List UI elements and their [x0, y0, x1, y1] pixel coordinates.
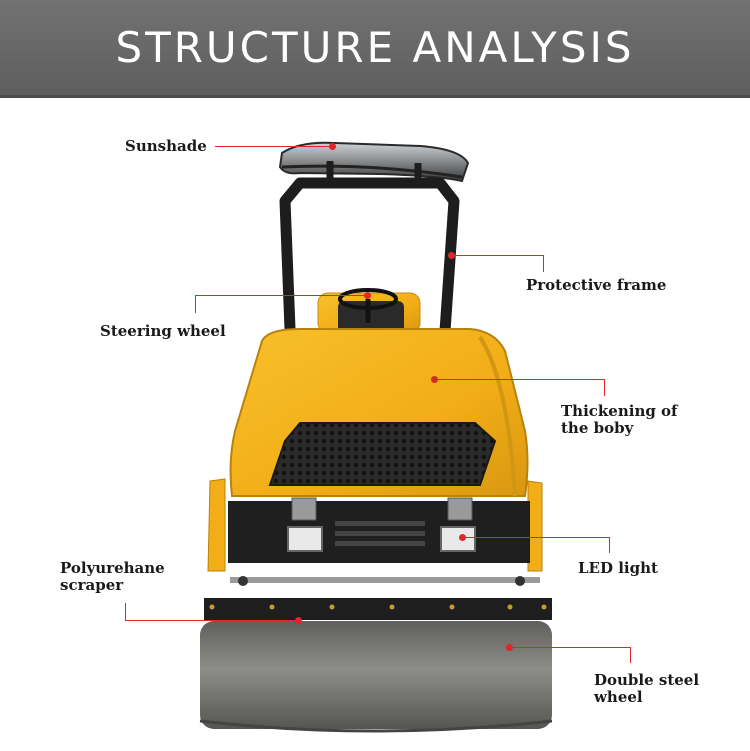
scraper-bar: [204, 598, 552, 620]
seat-and-steering: [317, 288, 421, 334]
callout-sunshade-label: Sunshade: [125, 137, 207, 155]
callout-dot-led-light: [459, 534, 466, 541]
callout-dot-sunshade: [329, 143, 336, 150]
callout-scraper-label: Polyurehane scraper: [60, 559, 165, 594]
leader-line-sunshade: [215, 146, 330, 147]
callout-protective-frame-label: Protective frame: [526, 276, 667, 294]
leader-line-thickening: [434, 379, 605, 380]
leader-line-led-light: [463, 537, 610, 538]
header-banner: STRUCTURE ANALYSIS: [0, 0, 750, 98]
callout-led-light-label: LED light: [578, 559, 658, 577]
callout-dot-scraper: [295, 617, 302, 624]
callout-dot-protective-frame: [448, 252, 455, 259]
callout-dot-steel-wheel: [506, 644, 513, 651]
leader-line-steering-wheel: [195, 295, 367, 296]
callout-thickening-label: Thickening of the boby: [561, 402, 678, 437]
protective-frame: [279, 161, 460, 332]
spray-bar: [230, 576, 540, 586]
callout-steel-wheel-label: Double steel wheel: [594, 671, 700, 706]
chassis: [228, 497, 530, 563]
road-roller-illustration: [199, 141, 553, 733]
callout-steering-wheel-label: Steering wheel: [100, 322, 226, 340]
yellow-body: [229, 328, 529, 497]
led-lights: [287, 526, 476, 552]
callout-dot-thickening: [431, 376, 438, 383]
leader-line-protective-frame: [452, 255, 544, 256]
product-photo-area: Sunshade Protective frame Steering wheel…: [0, 101, 750, 751]
leader-line-led-light-vertical: [609, 537, 610, 553]
page-title: STRUCTURE ANALYSIS: [115, 23, 635, 72]
leader-line-steel-wheel: [509, 647, 631, 648]
steel-drum: [199, 621, 553, 733]
leader-line-steel-wheel-vertical: [630, 647, 631, 663]
leader-line-thickening-vertical: [604, 379, 605, 396]
leader-line-protective-frame-vertical: [543, 255, 544, 272]
leader-line-scraper-vertical: [125, 603, 126, 621]
leader-line-steering-wheel-vertical: [195, 295, 196, 313]
leader-line-scraper: [125, 620, 298, 621]
sunshade-roof: [278, 141, 470, 183]
callout-dot-steering-wheel: [364, 292, 371, 299]
